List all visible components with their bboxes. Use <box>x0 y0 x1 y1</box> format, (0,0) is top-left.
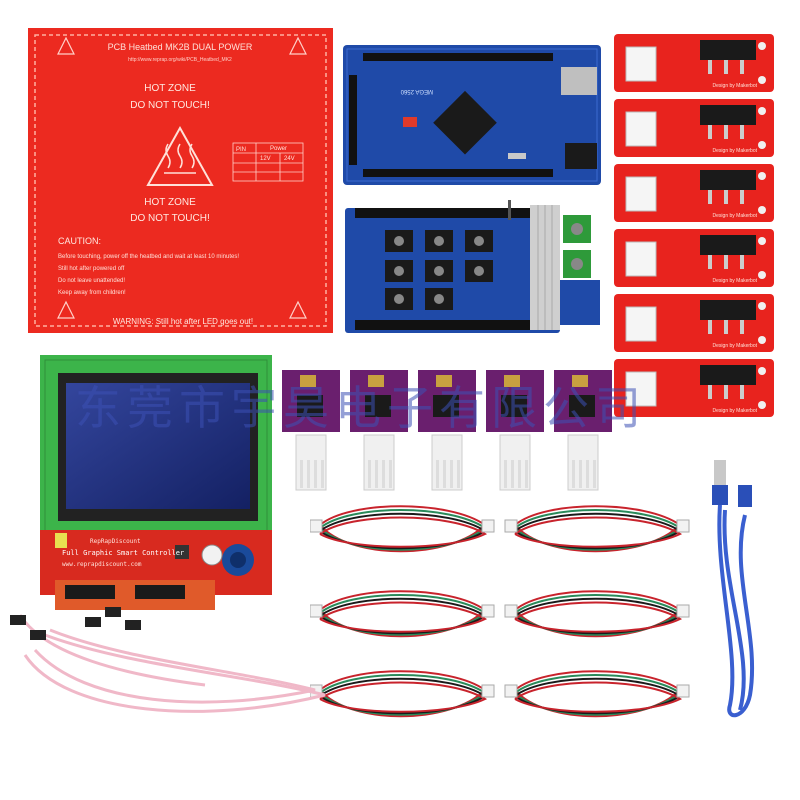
cable-bundles <box>309 505 720 760</box>
lcd-brand: RepRapDiscount <box>90 538 141 545</box>
table-24v: 24V <box>284 156 295 162</box>
endstop-label: Design by Makerbot <box>713 343 758 349</box>
do-not-touch-label-2: DO NOT TOUCH! <box>130 213 209 224</box>
caution-line-4: Keep away from children! <box>58 290 126 296</box>
ramps-board <box>345 200 603 335</box>
heatbed-title: PCB Heatbed MK2B DUAL POWER <box>108 42 253 52</box>
lcd-line-1: Full Graphic Smart Controller <box>62 549 184 557</box>
endstop-board: Design by Makerbot <box>614 229 774 287</box>
endstop-board: Design by Makerbot <box>614 164 774 222</box>
warning-line: WARNING: Still hot after LED goes out! <box>113 317 253 326</box>
do-not-touch-label-1: DO NOT TOUCH! <box>130 100 209 111</box>
cable-bundle <box>309 590 495 638</box>
cable-bundle <box>504 590 690 638</box>
cable-bundle <box>309 505 495 553</box>
stepper-driver-list <box>278 365 628 500</box>
table-12v: 12V <box>260 156 271 162</box>
endstop-board: Design by Makerbot <box>614 34 774 92</box>
caution-title: CAUTION: <box>58 236 101 246</box>
cable-bundle <box>504 670 690 718</box>
heatbed-url: http://www.reprap.org/wiki/PCB_Heatbed_M… <box>128 57 232 63</box>
caution-line-2: Still hot after powered off <box>58 266 125 272</box>
hot-zone-label-1: HOT ZONE <box>144 83 196 94</box>
usb-cable <box>700 455 790 725</box>
endstop-label: Design by Makerbot <box>713 278 758 284</box>
lcd-line-2: www.reprapdiscount.com <box>62 561 142 568</box>
arduino-mega-board: MEGA 2560 <box>343 45 601 185</box>
stepper-driver <box>486 370 544 491</box>
table-header-power: Power <box>270 146 287 152</box>
endstop-label: Design by Makerbot <box>713 408 758 414</box>
caution-line-1: Before touching, power off the heatbed a… <box>58 254 239 260</box>
table-header-pin: PIN <box>236 147 246 153</box>
mega-label: MEGA 2560 <box>400 88 433 94</box>
endstop-label: Design by Makerbot <box>713 83 758 89</box>
stepper-driver <box>282 370 340 491</box>
endstop-label: Design by Makerbot <box>713 148 758 154</box>
stepper-driver <box>418 370 476 491</box>
ribbon-cables <box>5 595 335 725</box>
stepper-driver <box>554 370 612 491</box>
endstop-board: Design by Makerbot <box>614 294 774 352</box>
lcd-controller: RepRapDiscount Full Graphic Smart Contro… <box>40 355 275 645</box>
cable-bundle <box>504 505 690 553</box>
cable-bundle <box>309 670 495 718</box>
heatbed-pcb: PCB Heatbed MK2B DUAL POWER http://www.r… <box>28 28 333 333</box>
endstop-board: Design by Makerbot <box>614 99 774 157</box>
hot-zone-label-2: HOT ZONE <box>144 197 196 208</box>
endstop-label: Design by Makerbot <box>713 213 758 219</box>
stepper-driver <box>350 370 408 491</box>
caution-line-3: Do not leave unattended! <box>58 278 125 284</box>
endstop-board: Design by Makerbot <box>614 359 774 417</box>
